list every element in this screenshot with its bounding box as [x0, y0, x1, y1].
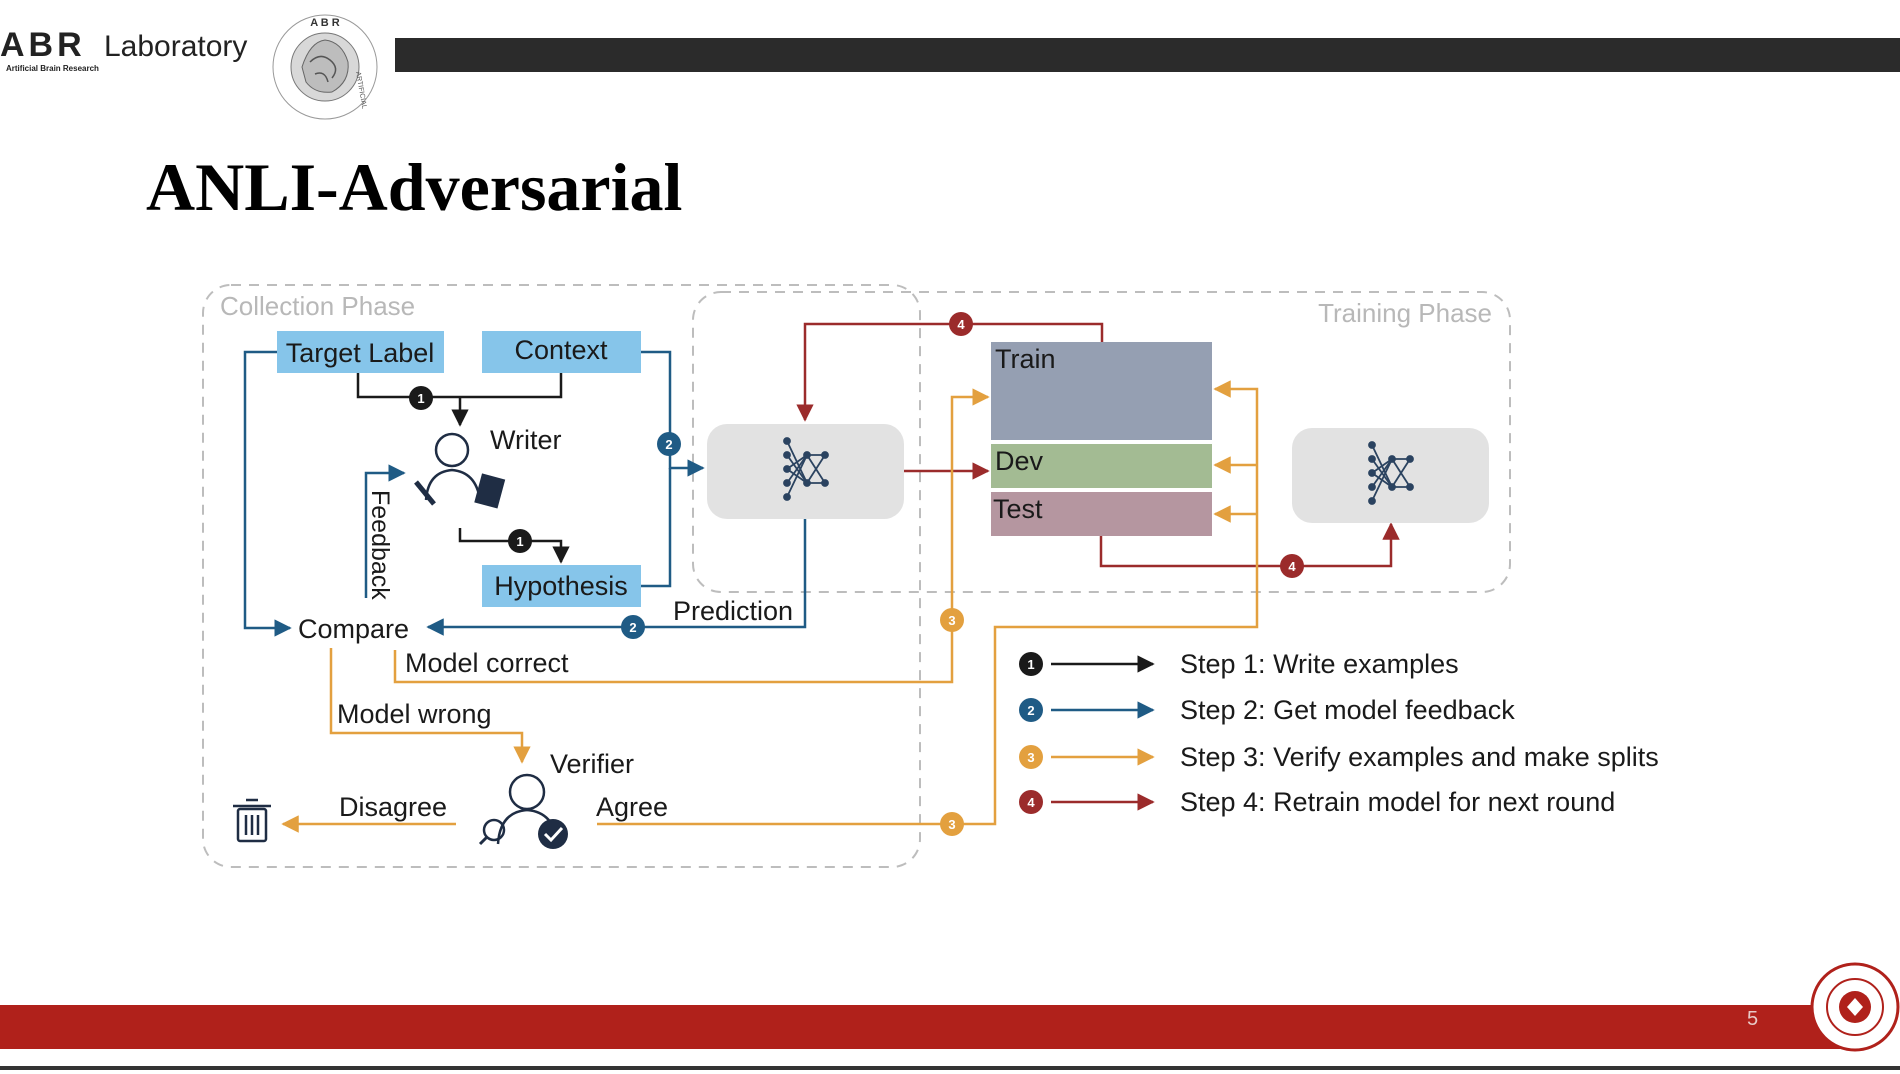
lab-name: Laboratory [104, 30, 248, 63]
test-label: Test [993, 494, 1043, 524]
agree-flow [597, 380, 1259, 826]
model-wrong-flow [329, 648, 531, 764]
lab-logo: A B R ARTIFICIAL [272, 14, 378, 120]
svg-text:Step 3: Verify examples and ma: Step 3: Verify examples and make splits [1180, 742, 1659, 772]
target-label-text: Target Label [286, 338, 435, 368]
model-wrong-label: Model wrong [337, 699, 492, 729]
step-badge-3: 3 [940, 812, 964, 836]
agree-label: Agree [596, 792, 668, 822]
svg-text:Step 1: Write examples: Step 1: Write examples [1180, 649, 1459, 679]
context-to-model [641, 350, 705, 477]
model-correct-label: Model correct [405, 648, 569, 678]
step-badge-4: 4 [1280, 554, 1304, 578]
svg-text:3: 3 [948, 613, 955, 628]
svg-text:4: 4 [957, 317, 965, 332]
target-label-box [277, 331, 444, 373]
svg-text:2: 2 [1027, 703, 1034, 718]
trash-icon [233, 798, 271, 843]
svg-text:A B R: A B R [310, 17, 340, 29]
svg-text:1: 1 [1027, 657, 1034, 672]
hypothesis-box [482, 565, 641, 607]
step-badge-2: 2 [657, 432, 681, 456]
svg-text:Step 2: Get model feedback: Step 2: Get model feedback [1180, 695, 1515, 725]
step1-arrow-to-writer [356, 373, 563, 399]
step-badge-3: 3 [940, 608, 964, 632]
svg-text:1: 1 [516, 534, 523, 549]
verifier-icon [478, 773, 568, 849]
legend-step-2: 2 Step 2: Get model feedback [1019, 695, 1515, 725]
training-phase-label: Training Phase [1318, 298, 1492, 328]
step-badge-4: 4 [949, 312, 973, 336]
svg-text:4: 4 [1288, 559, 1296, 574]
training-model-box [1292, 428, 1489, 523]
svg-text:3: 3 [1027, 750, 1034, 765]
dev-split [991, 444, 1212, 488]
feedback-arrow [364, 464, 406, 598]
context-text: Context [514, 335, 608, 365]
lab-initials: ABR [0, 26, 86, 64]
retrain-loop-bottom [1099, 522, 1400, 568]
hypothesis-text: Hypothesis [494, 571, 628, 601]
neural-network-icon [783, 437, 829, 501]
disagree-label: Disagree [339, 792, 447, 822]
collection-phase-region [202, 284, 921, 868]
verifier-label: Verifier [550, 749, 634, 779]
step-badge-2: 2 [621, 615, 645, 639]
hypothesis-to-model [641, 468, 672, 588]
legend-step-3: 3 Step 3: Verify examples and make split… [1019, 742, 1659, 772]
svg-text:3: 3 [948, 817, 955, 832]
collection-model-box [707, 424, 904, 519]
train-label: Train [995, 344, 1056, 374]
step-badge-1: 1 [508, 529, 532, 553]
prediction-arrow [426, 516, 807, 636]
footer-line [0, 1066, 1900, 1070]
legend-step-1: 1 Step 1: Write examples [1019, 649, 1459, 679]
svg-text:1: 1 [417, 391, 424, 406]
target-label-loop [243, 350, 292, 637]
header-bar [395, 38, 1900, 72]
prediction-label: Prediction [673, 596, 793, 626]
university-seal [1810, 962, 1900, 1052]
slide-title: ANLI-Adversarial [146, 149, 683, 225]
legend-step-4: 4 Step 4: Retrain model for next round [1019, 787, 1615, 817]
svg-text:2: 2 [629, 620, 636, 635]
writer-label: Writer [490, 425, 562, 455]
dev-label: Dev [995, 446, 1044, 476]
footer-bar [0, 1005, 1860, 1049]
compare-label: Compare [298, 614, 409, 644]
train-split [991, 342, 1212, 440]
collection-phase-label: Collection Phase [220, 291, 415, 321]
page-number: 5 [1747, 1008, 1759, 1030]
step-badge-1: 1 [409, 386, 433, 410]
model-correct-flow [393, 388, 990, 684]
svg-text:2: 2 [665, 437, 672, 452]
svg-text:4: 4 [1027, 795, 1035, 810]
training-phase-region [692, 291, 1511, 593]
context-box [482, 331, 641, 373]
neural-network-icon [1368, 441, 1414, 505]
svg-text:Step 4: Retrain model for next: Step 4: Retrain model for next round [1180, 787, 1615, 817]
test-split [991, 492, 1212, 536]
writer-icon [414, 432, 506, 509]
lab-subtitle: Artificial Brain Research [6, 64, 99, 73]
feedback-label: Feedback [366, 490, 394, 600]
